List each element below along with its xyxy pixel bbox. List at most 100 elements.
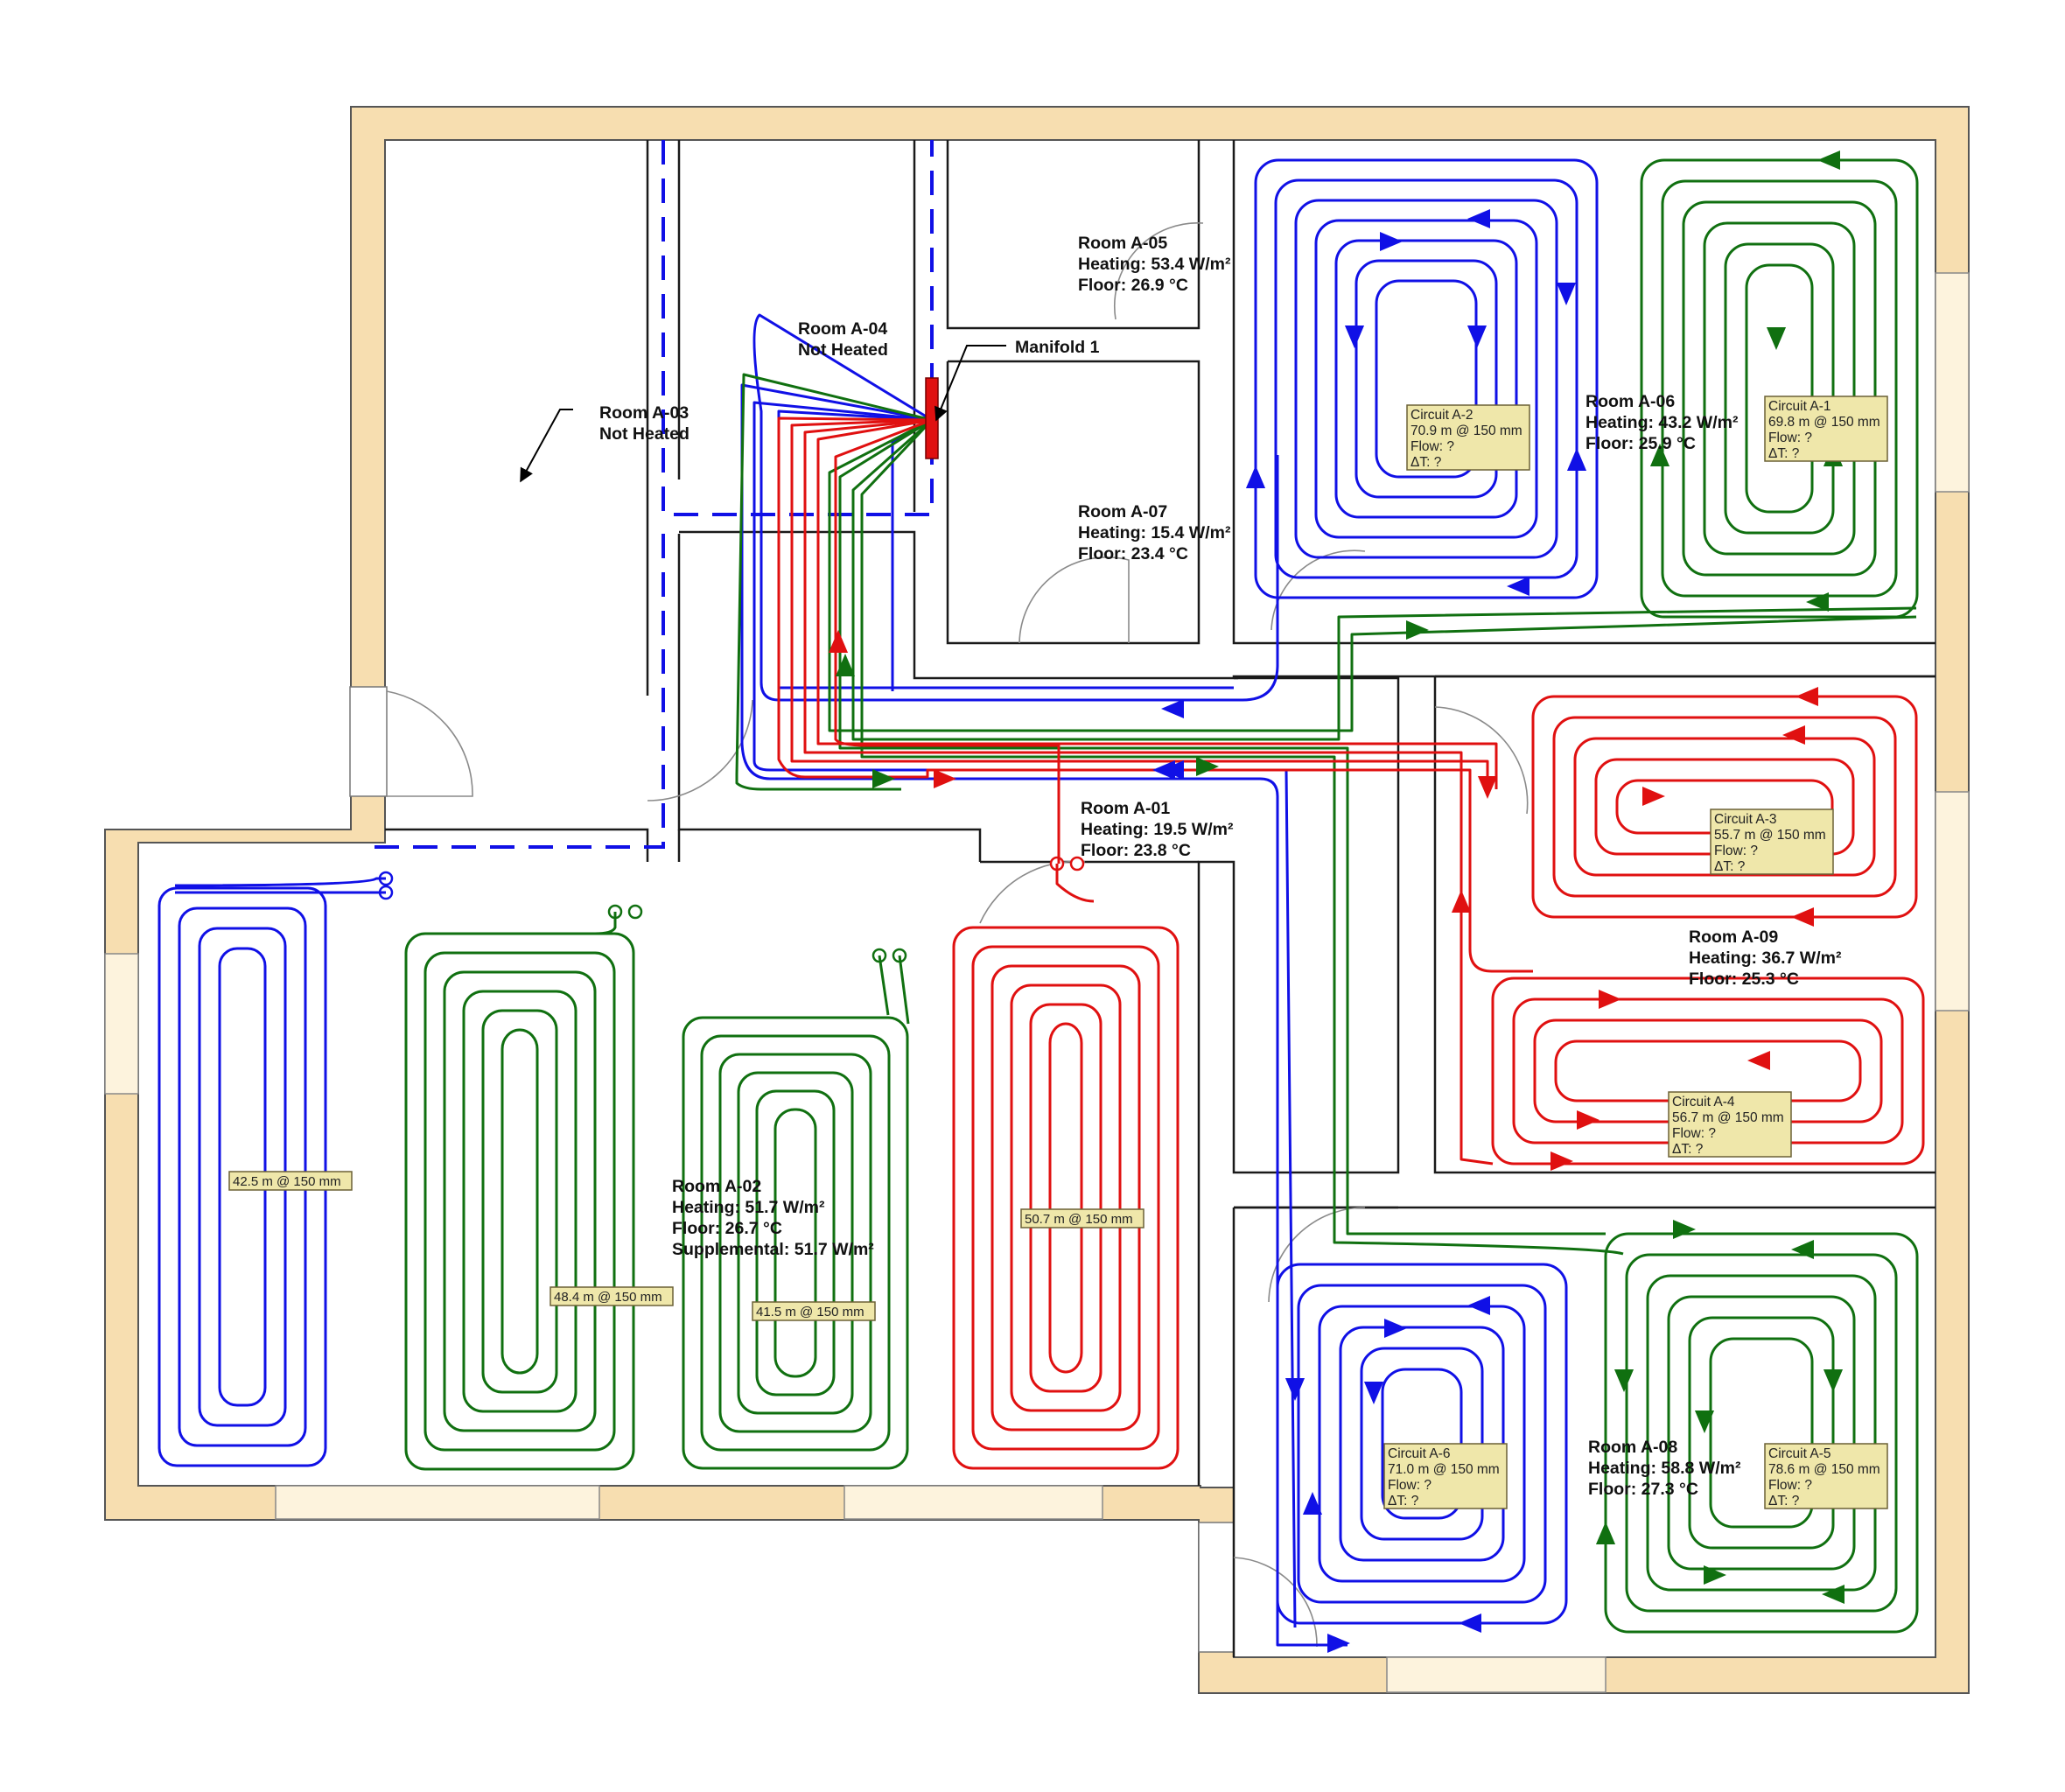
pipe-run-red-a4-return xyxy=(816,418,1498,789)
flow-arrow xyxy=(1327,1633,1350,1654)
pipe-loop-circuit-a3 xyxy=(1573,737,1876,877)
room-label-a03: Room A-03 Not Heated xyxy=(599,403,694,444)
pipe-supply-a02-2 xyxy=(594,912,617,935)
pipe-loop-circuit-a1 xyxy=(1724,242,1835,535)
flow-arrow xyxy=(1466,326,1488,348)
svg-text:Circuit A-1 69.8 m @ 1: Circuit A-1 69.8 m @ 150 mm Flow: ? ΔT: … xyxy=(1768,399,1884,461)
flow-arrow xyxy=(1566,448,1587,471)
flow-arrow xyxy=(1556,283,1577,305)
room-label-a06: Room A-06 Heating: 43.2 W/m² Floor: 25.9… xyxy=(1586,392,1743,453)
pipe-loop-circuit-a2 xyxy=(1334,239,1518,519)
loop-label-2: 48.4 m @ 150 mm xyxy=(550,1286,674,1306)
pipe-loop-a02-2 xyxy=(500,1028,539,1375)
flow-arrow xyxy=(1380,231,1403,252)
flow-arrow xyxy=(1614,1369,1634,1392)
flow-arrow xyxy=(1363,1382,1384,1404)
flow-arrow xyxy=(1451,890,1472,913)
flow-arrow xyxy=(1766,327,1787,350)
flow-arrow xyxy=(1196,756,1219,777)
flow-arrow xyxy=(1406,620,1429,640)
pipe-loop-circuit-a5 xyxy=(1625,1253,1898,1613)
pipe-loop-a02-3 xyxy=(737,1071,854,1415)
pipe-loop-circuit-a5 xyxy=(1646,1274,1877,1592)
flow-arrow xyxy=(1822,1584,1844,1605)
leader-manifold xyxy=(934,345,1006,422)
room-label-a02: Room A-02 Heating: 51.7 W/m² Floor: 26.7… xyxy=(672,1177,874,1259)
flow-arrow xyxy=(934,768,956,789)
pipe-connector xyxy=(1069,856,1085,872)
pipe-loop-a02-2 xyxy=(443,970,597,1432)
flow-arrow xyxy=(1649,444,1670,466)
pipe-supply-a02-4 xyxy=(1055,864,1095,903)
pipe-loop-a02-2 xyxy=(481,1009,558,1394)
svg-text:50.7 m @ 150 mm: 50.7 m @ 150 mm xyxy=(1025,1212,1133,1227)
window xyxy=(104,953,139,1095)
pipe-loop-circuit-a2 xyxy=(1354,259,1498,499)
circuit-tag-a6: Circuit A-6 71.0 m @ 150 mm Flow: ? ΔT: … xyxy=(1383,1443,1508,1509)
pipe-loop-circuit-a4 xyxy=(1491,976,1925,1166)
door-swing xyxy=(1434,706,1529,815)
pipe-loop-a02-4 xyxy=(1048,1022,1083,1374)
door-swing xyxy=(386,690,473,797)
pipe-loop-a02-4 xyxy=(1010,984,1122,1412)
pipe-run-green-a1 xyxy=(828,418,1917,732)
pipe-loop-a02-4 xyxy=(952,926,1180,1470)
leader-room-a03 xyxy=(520,409,573,483)
flow-arrow xyxy=(1467,208,1490,229)
pipe-loop-circuit-a1 xyxy=(1682,200,1877,577)
pipe-loop-circuit-a2 xyxy=(1274,178,1578,579)
door-swing xyxy=(1018,556,1130,644)
svg-text:Circuit A-5 78.6 m @ 1: Circuit A-5 78.6 m @ 150 mm Flow: ? ΔT: … xyxy=(1768,1446,1884,1508)
flow-arrow xyxy=(1694,1410,1715,1433)
flow-arrow xyxy=(1344,326,1365,348)
flow-arrow xyxy=(1550,1151,1573,1172)
flow-arrow xyxy=(1284,1378,1306,1401)
pipe-loop-circuit-a5 xyxy=(1688,1316,1835,1550)
flow-arrow xyxy=(1599,989,1621,1010)
pipe-loop-a02-2 xyxy=(404,932,635,1471)
circuit-tag-a3: Circuit A-3 55.7 m @ 150 mm Flow: ? ΔT: … xyxy=(1710,808,1834,875)
svg-text:Circuit A-2 70.9 m @ 1: Circuit A-2 70.9 m @ 150 mm Flow: ? ΔT: … xyxy=(1410,408,1526,470)
room-label-a09: Room A-09 Heating: 36.7 W/m² Floor: 25.3… xyxy=(1689,928,1846,989)
pipe-loop-circuit-a2 xyxy=(1314,219,1538,539)
circuit-tag-a2: Circuit A-2 70.9 m @ 150 mm Flow: ? ΔT: … xyxy=(1406,404,1530,471)
pipe-loop-circuit-a1 xyxy=(1745,263,1814,514)
pipe-loop-a02-3 xyxy=(718,1053,872,1433)
interior-walls xyxy=(385,140,1936,1657)
pipe-loop-a02-3 xyxy=(700,1034,891,1452)
door-swing xyxy=(1268,1207,1366,1303)
pipe-loop-circuit-a5 xyxy=(1667,1295,1856,1571)
flow-arrows xyxy=(828,150,1844,1654)
pipe-run-blue-a2 xyxy=(752,313,1279,702)
flow-arrow xyxy=(1302,1492,1323,1515)
pipe-loop-a02-2 xyxy=(462,990,578,1413)
loop-label-1: 42.5 m @ 150 mm xyxy=(228,1171,353,1191)
flow-arrow xyxy=(1704,1564,1726,1586)
room-labels: Room A-05 Heating: 53.4 W/m² Floor: 26.9… xyxy=(599,234,1846,1499)
pipe-loops xyxy=(158,158,1925,1647)
pipe-loop-circuit-a2 xyxy=(1375,279,1478,479)
flow-arrow xyxy=(1791,1239,1814,1260)
window xyxy=(1935,272,1970,493)
flow-arrow xyxy=(1577,1110,1600,1130)
flow-arrow xyxy=(1245,466,1266,488)
flow-arrow xyxy=(1384,1318,1407,1339)
flow-arrow xyxy=(1507,576,1530,597)
window xyxy=(844,1485,1103,1520)
flow-arrow xyxy=(1796,686,1818,707)
pipe-loop-a02-4 xyxy=(971,945,1160,1451)
pipe-run-blue-a6 xyxy=(740,383,1348,1647)
pipe-loop-circuit-a1 xyxy=(1640,158,1919,619)
pipe-loop-circuit-a6 xyxy=(1318,1305,1526,1583)
window xyxy=(1935,791,1970,1012)
loop-length-labels: 42.5 m @ 150 mm 48.4 m @ 150 mm 41.5 m @… xyxy=(228,1171,1144,1321)
flow-arrow xyxy=(1161,698,1184,719)
svg-text:48.4 m @ 150 mm: 48.4 m @ 150 mm xyxy=(554,1290,662,1305)
pipe-loop-circuit-a1 xyxy=(1661,179,1898,598)
flow-arrow xyxy=(1747,1050,1770,1071)
room-label-a05: Room A-05 Heating: 53.4 W/m² Floor: 26.9… xyxy=(1078,234,1236,295)
door-swing xyxy=(1233,1557,1318,1648)
flow-arrow xyxy=(1467,1295,1490,1316)
